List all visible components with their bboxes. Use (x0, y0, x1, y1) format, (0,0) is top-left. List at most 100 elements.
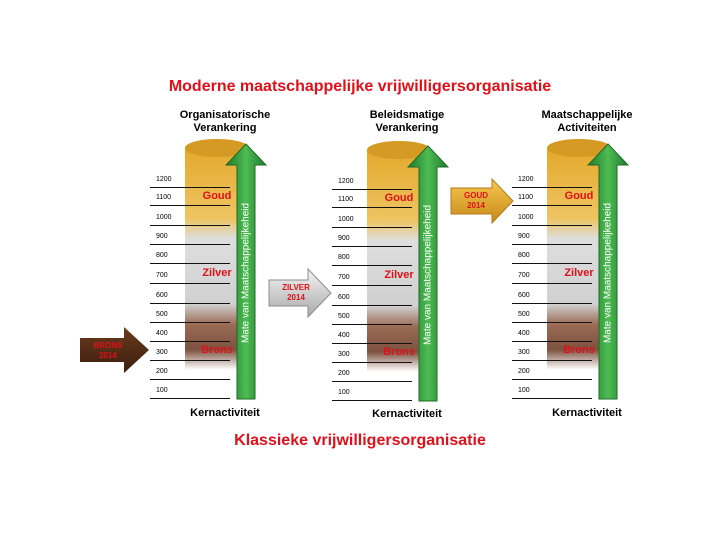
tick-label: 500 (338, 313, 350, 320)
tick-700 (150, 283, 230, 284)
up-arrow-icon (587, 143, 629, 400)
tick-200 (512, 379, 592, 380)
tick-label: 100 (156, 387, 168, 394)
column-footer: Kernactiviteit (552, 407, 622, 419)
band-label-gold: Goud (202, 190, 232, 202)
tick-1000 (332, 227, 412, 228)
tick-600 (512, 303, 592, 304)
tick-label: 600 (156, 292, 168, 299)
tick-label: 900 (338, 235, 350, 242)
band-label-gold: Goud (564, 190, 594, 202)
tick-label: 200 (338, 370, 350, 377)
tick-label: 1200 (156, 176, 172, 183)
band-label-gold: Goud (384, 192, 414, 204)
tick-label: 900 (518, 233, 530, 240)
tick-label: 400 (518, 330, 530, 337)
tick-1200 (150, 187, 230, 188)
band-label-silver: Zilver (384, 269, 414, 281)
arrow-label: Mate van Maatschappelijkeheid (602, 202, 614, 344)
tick-label: 200 (156, 368, 168, 375)
tick-300 (512, 360, 592, 361)
tick-100 (150, 398, 230, 399)
tick-900 (512, 244, 592, 245)
tick-300 (332, 362, 412, 363)
column-footer: Kernactiviteit (372, 408, 442, 420)
badge-gold-2014: GOUD 2014 (450, 177, 514, 225)
tick-800 (512, 263, 592, 264)
tick-1100 (332, 207, 412, 208)
badge-line2: 2014 (467, 201, 485, 210)
band-label-bronze: Brons (563, 344, 595, 356)
badge-line1: GOUD (464, 191, 488, 200)
tick-label: 800 (156, 252, 168, 259)
tick-200 (150, 379, 230, 380)
column-beleidsmatige-verankering: Beleidsmatige Verankering 1200 1100 1000… (332, 0, 522, 540)
tick-label: 100 (518, 387, 530, 394)
tick-label: 300 (156, 349, 168, 356)
tick-1000 (150, 225, 230, 226)
tick-label: 500 (156, 311, 168, 318)
tick-label: 600 (338, 294, 350, 301)
band-label-bronze: Brons (201, 344, 233, 356)
column-heading-line2: Verankering (193, 122, 257, 134)
tick-label: 1100 (156, 194, 172, 201)
title-modern: Moderne maatschappelijke vrijwilligersor… (168, 78, 552, 95)
tick-600 (150, 303, 230, 304)
tick-label: 200 (518, 368, 530, 375)
tick-500 (332, 324, 412, 325)
badge-line1: ZILVER (282, 283, 310, 292)
tick-label: 1200 (518, 176, 534, 183)
tick-label: 800 (338, 254, 350, 261)
tick-label: 500 (518, 311, 530, 318)
tick-label: 700 (518, 272, 530, 279)
right-arrow-icon (450, 177, 514, 225)
tick-500 (150, 322, 230, 323)
tick-label: 400 (156, 330, 168, 337)
tick-600 (332, 305, 412, 306)
badge-silver-2014: ZILVER 2014 (268, 267, 332, 319)
right-arrow-icon (268, 267, 332, 319)
tick-1200 (332, 189, 412, 190)
band-label-silver: Zilver (564, 267, 594, 279)
badge-bronze-2014: BRONS 2014 (80, 327, 150, 373)
tick-400 (512, 341, 592, 342)
tick-label: 700 (338, 274, 350, 281)
tick-label: 800 (518, 252, 530, 259)
arrow-label: Mate van Maatschappelijkeheid (240, 202, 252, 344)
tick-700 (512, 283, 592, 284)
column-heading-line2: Activiteiten (557, 122, 617, 134)
column-maatschappelijke-activiteiten: Maatschappelijke Activiteiten 1200 1100 … (512, 0, 702, 540)
tick-800 (332, 265, 412, 266)
column-heading-line2: Verankering (375, 122, 439, 134)
tick-300 (150, 360, 230, 361)
badge-line1: BRONS (93, 341, 123, 350)
column-heading: Organisatorische Verankering (150, 109, 300, 135)
tick-900 (332, 246, 412, 247)
tick-1000 (512, 225, 592, 226)
tick-label: 300 (518, 349, 530, 356)
column-heading: Maatschappelijke Activiteiten (512, 109, 662, 135)
tick-1100 (512, 205, 592, 206)
tick-400 (332, 343, 412, 344)
tick-label: 1000 (338, 216, 354, 223)
arrow-label: Mate van Maatschappelijkeheid (422, 204, 434, 346)
tick-500 (512, 322, 592, 323)
band-label-bronze: Brons (383, 346, 415, 358)
right-arrow-icon (80, 327, 149, 373)
tick-200 (332, 381, 412, 382)
tick-900 (150, 244, 230, 245)
tick-400 (150, 341, 230, 342)
tick-label: 900 (156, 233, 168, 240)
column-footer: Kernactiviteit (190, 407, 260, 419)
tick-1100 (150, 205, 230, 206)
column-heading-line1: Beleidsmatige (369, 109, 445, 121)
tick-label: 1100 (338, 196, 354, 203)
tick-label: 1000 (518, 214, 534, 221)
tick-label: 1000 (156, 214, 172, 221)
tick-label: 1100 (518, 194, 534, 201)
tick-label: 600 (518, 292, 530, 299)
tick-label: 700 (156, 272, 168, 279)
tick-label: 400 (338, 332, 350, 339)
tick-100 (332, 400, 412, 401)
tick-1200 (512, 187, 592, 188)
